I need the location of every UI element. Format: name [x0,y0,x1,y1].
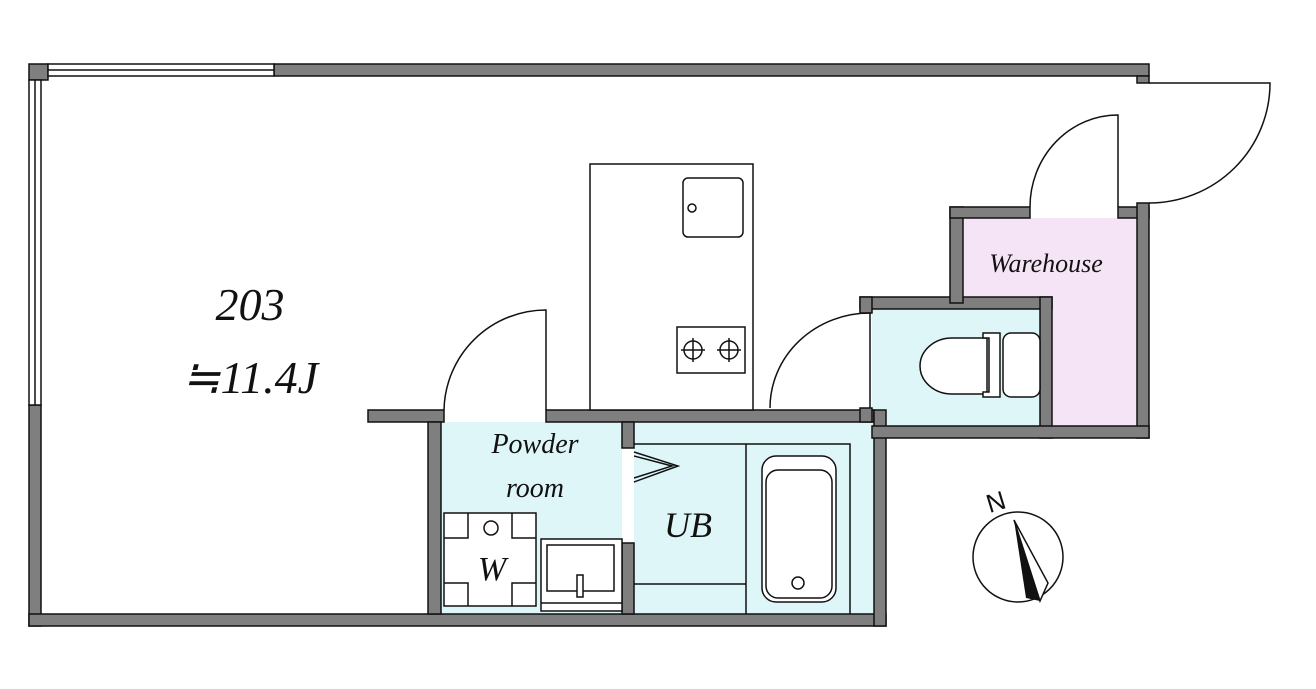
warehouse-label: Warehouse [989,249,1103,278]
toilet-icon [919,332,1041,398]
powder-room-label: Powder [490,429,578,460]
kitchen-counter [589,163,754,411]
washer-space [443,512,537,607]
washer-label: W [478,551,509,588]
sink-icon [682,177,744,238]
unit-number: 203 [216,279,285,330]
door-toilet[interactable] [769,312,871,409]
bathtub [634,443,851,614]
warehouse-room [963,218,1137,426]
main-room-lower [41,410,428,614]
bath-label: UB [664,505,712,545]
door-entrance[interactable] [1148,82,1271,204]
compass-icon: N [972,485,1064,604]
door-bath-folding[interactable] [633,451,681,483]
door-warehouse[interactable] [1029,114,1119,208]
walls [28,63,1150,627]
powder-room-label-2: room [506,473,564,504]
unit-area: ≒11.4J [182,352,321,403]
compass-north-label: N [982,485,1009,519]
washbasin [540,538,623,612]
window-left [28,79,42,406]
door-powder[interactable] [443,309,547,411]
window-top [47,63,275,77]
